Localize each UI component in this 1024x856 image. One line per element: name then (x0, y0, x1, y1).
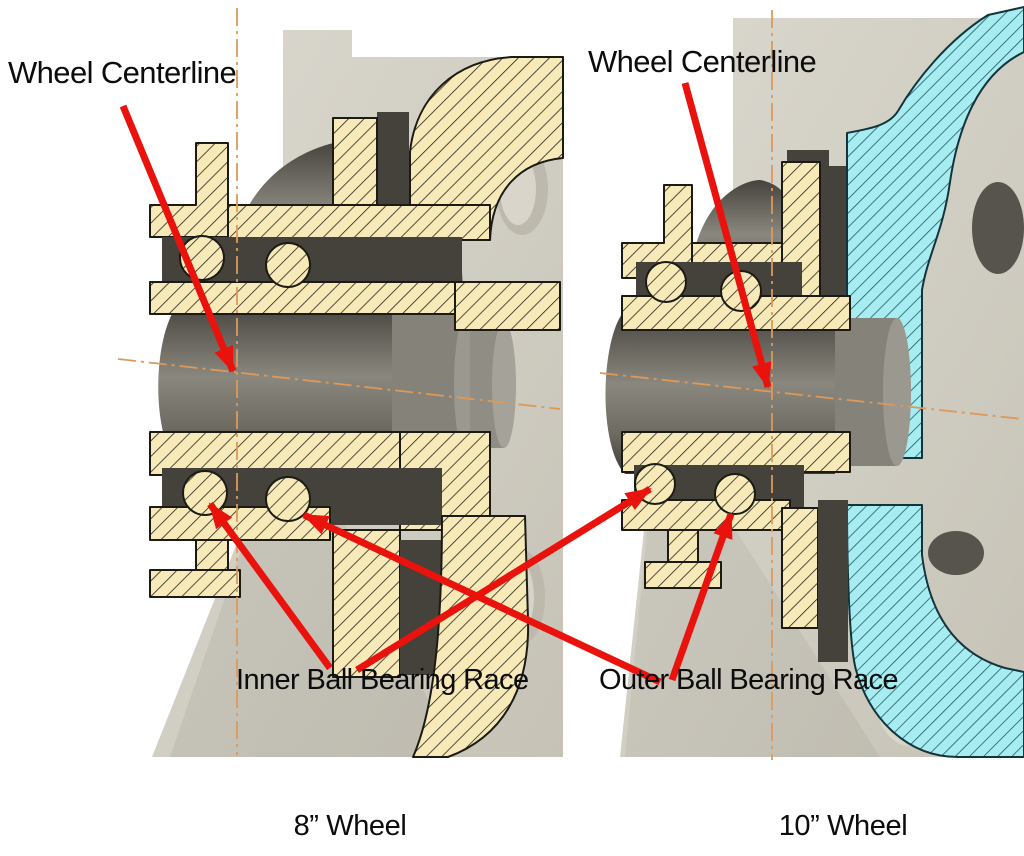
inner-ball-bearing-race-label: Inner Ball Bearing Race (236, 664, 529, 696)
annotation-arrows (119, 82, 772, 686)
right-bolt-hole-top (972, 182, 1024, 274)
left-cutaway-view (117, 8, 564, 758)
right-top-inner-ball (645, 261, 687, 303)
right-bolt-hole-mid (928, 531, 984, 575)
left-spindle-section (149, 142, 233, 238)
left-horizontal-centerline (117, 358, 561, 410)
left-axle-collar-cap (492, 322, 516, 448)
outer-ball-bearing-race-label: Outer Ball Bearing Race (599, 664, 899, 696)
arrow-left-centerline (119, 104, 237, 373)
wheel-centerline-label-left: Wheel Centerline (8, 55, 237, 90)
right-cutaway-view (599, 6, 1024, 760)
caption-8-inch-wheel: 8” Wheel (293, 810, 407, 842)
arrow-outer-race-left-wheel (302, 511, 662, 686)
arrow-outer-race-right-wheel (668, 512, 735, 682)
wheel-centerline-label-right: Wheel Centerline (588, 44, 817, 79)
right-top-bearing-assembly (621, 161, 851, 331)
left-axle-bore (158, 302, 392, 468)
left-bottom-inner-ball (182, 470, 228, 516)
arrow-inner-race-left-wheel (207, 501, 333, 671)
caption-10-inch-wheel: 10” Wheel (778, 810, 908, 842)
left-bottom-outer-ball (265, 476, 311, 522)
arrow-inner-race-right-wheel (355, 486, 652, 673)
right-horizontal-centerline (599, 372, 1023, 420)
right-rim-section-lower (846, 504, 1024, 758)
arrow-right-centerline (681, 82, 772, 389)
left-top-spoke-section (409, 56, 564, 241)
right-bottom-outer-ball (714, 473, 756, 515)
left-top-outer-ball (265, 242, 311, 288)
right-axle-cap (883, 318, 911, 466)
